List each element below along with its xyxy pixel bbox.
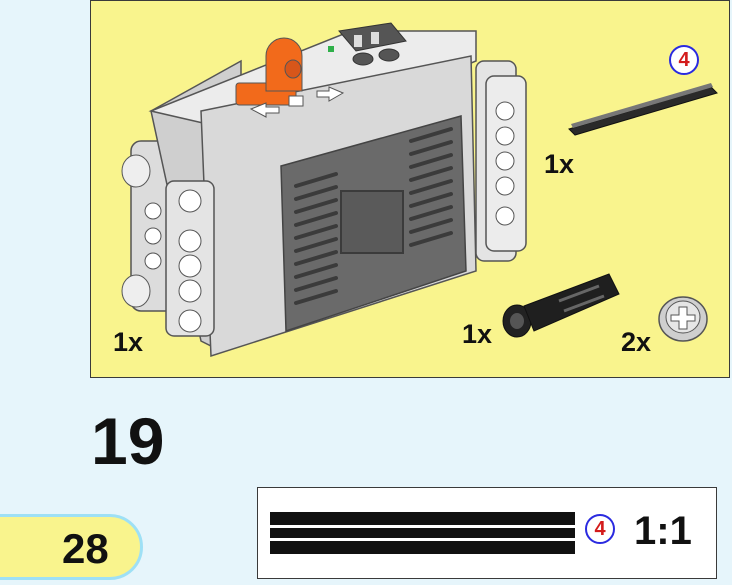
axle-length-badge: 4 [669, 45, 699, 75]
scale-ratio: 1:1 [634, 509, 692, 553]
battery-box-icon [121, 22, 527, 358]
parts-callout: 4 1x 1x 1x 2x [90, 0, 730, 378]
bush-quantity: 2x [621, 327, 652, 357]
axle-icon [568, 83, 718, 136]
axle-quantity: 1x [544, 149, 575, 179]
page-number: 28 [62, 525, 109, 572]
axle-pin-quantity: 1x [462, 319, 493, 349]
scale-length-badge: 4 [585, 514, 615, 544]
battery-box-quantity: 1x [113, 327, 144, 357]
step-number: 19 [91, 404, 165, 478]
axle-silhouette-icon [270, 512, 575, 554]
page-tab [0, 514, 143, 580]
axle-pin-icon [502, 273, 620, 338]
bush-icon [658, 296, 708, 342]
